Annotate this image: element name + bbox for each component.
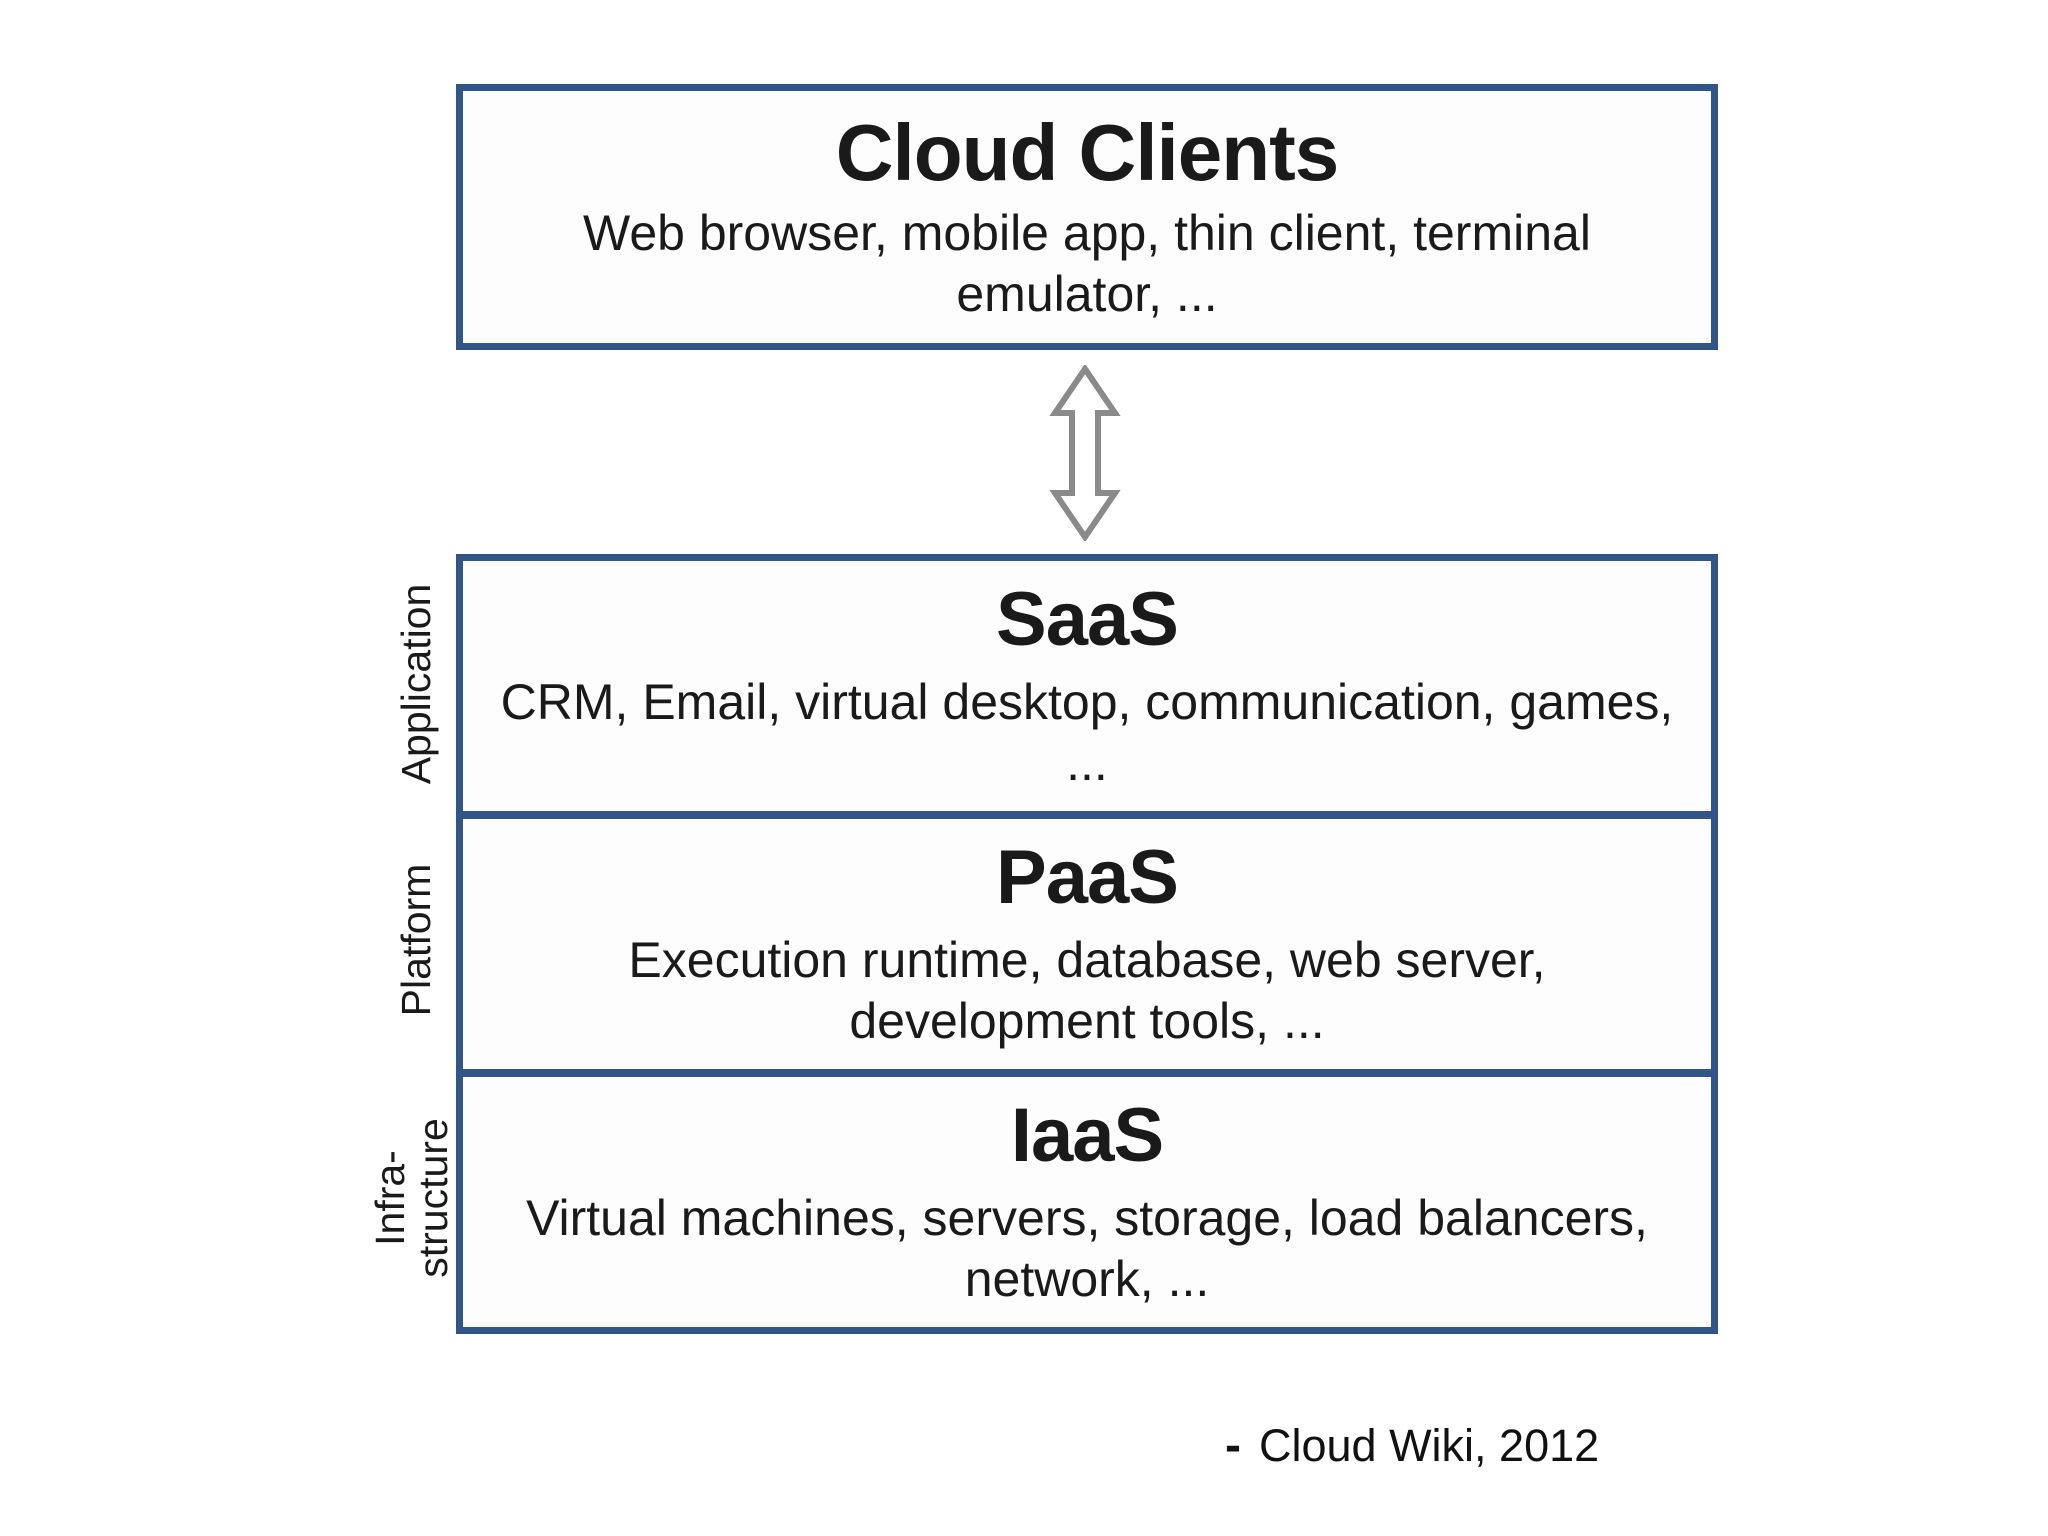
paas-title: PaaS (996, 835, 1179, 920)
bidirectional-arrow-icon (1041, 363, 1129, 543)
iaas-description: Virtual machines, servers, storage, load… (526, 1190, 1648, 1307)
paas-layer-box: PaaS Execution runtime, database, web se… (463, 811, 1711, 1069)
infrastructure-side-label: Infra- structure (367, 1118, 456, 1278)
citation-dash: - (1225, 1419, 1241, 1472)
citation-text: Cloud Wiki, 2012 (1258, 1420, 1600, 1471)
platform-side-label: Platform (393, 863, 439, 1017)
saas-title: SaaS (996, 577, 1179, 662)
cloud-clients-box: Cloud Clients Web browser, mobile app, t… (456, 84, 1718, 350)
citation: - Cloud Wiki, 2012 (1225, 1418, 1599, 1473)
application-side-label: Application (393, 583, 439, 785)
paas-description: Execution runtime, database, web server,… (628, 932, 1546, 1049)
cloud-clients-description: Web browser, mobile app, thin client, te… (583, 205, 1591, 322)
iaas-layer-box: IaaS Virtual machines, servers, storage,… (463, 1069, 1711, 1327)
saas-layer-box: SaaS CRM, Email, virtual desktop, commun… (463, 561, 1711, 811)
service-layers-stack: SaaS CRM, Email, virtual desktop, commun… (456, 554, 1718, 1334)
cloud-clients-title: Cloud Clients (835, 108, 1340, 197)
iaas-title: IaaS (1010, 1093, 1164, 1178)
saas-description: CRM, Email, virtual desktop, communicati… (500, 674, 1674, 791)
